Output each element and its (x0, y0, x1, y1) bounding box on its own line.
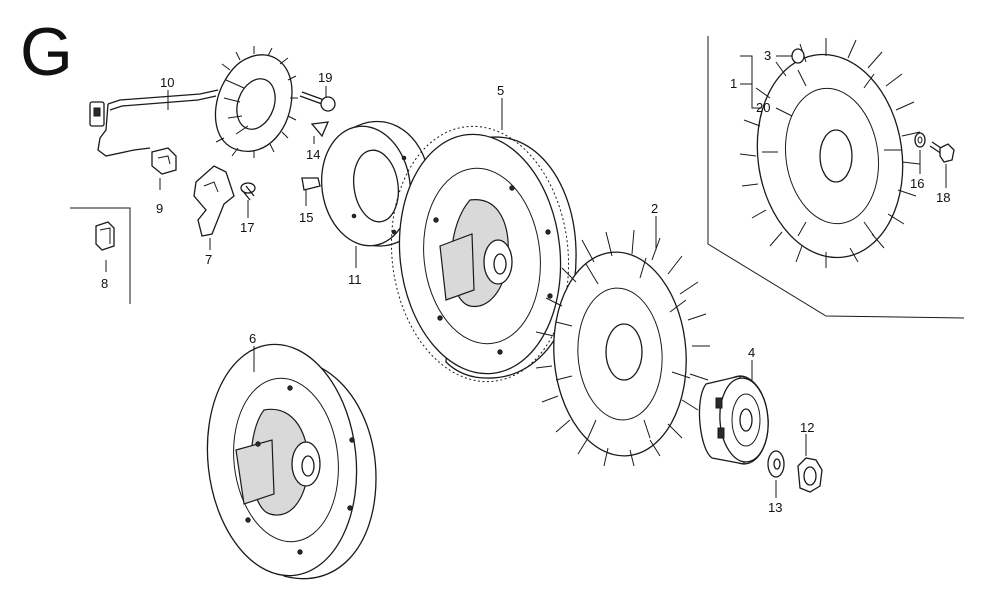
part-9-block (151, 147, 177, 175)
callout-10: 10 (160, 75, 174, 90)
part-18-bolt (929, 141, 955, 163)
part-13-washer (767, 450, 785, 478)
callout-3: 3 (764, 48, 771, 63)
part-17-screw (240, 182, 256, 201)
part-8-clip (70, 207, 131, 304)
callout-labels: 10 9 8 7 17 19 14 15 11 5 6 2 4 12 13 1 … (101, 48, 950, 515)
part-3-washer (791, 48, 805, 64)
callout-6: 6 (249, 331, 256, 346)
callout-13: 13 (768, 500, 782, 515)
part-19-bolt (299, 91, 336, 112)
callout-5: 5 (497, 83, 504, 98)
part-15-key (301, 177, 321, 191)
callout-8: 8 (101, 276, 108, 291)
callout-4: 4 (748, 345, 755, 360)
callout-14: 14 (306, 147, 320, 162)
callout-16: 16 (910, 176, 924, 191)
inset-fan-assembly (707, 36, 965, 319)
section-letter: G (20, 14, 73, 90)
part-4-pulley (698, 375, 769, 465)
callout-20: 20 (756, 100, 770, 115)
part-16-washer (914, 132, 926, 148)
callout-2: 2 (651, 201, 658, 216)
part-14-washer (310, 121, 330, 138)
callout-7: 7 (205, 252, 212, 267)
callout-11: 11 (348, 272, 362, 287)
callout-18: 18 (936, 190, 950, 205)
part-7-bracket (193, 165, 235, 237)
callout-19: 19 (318, 70, 332, 85)
part-11-magnet-ring (320, 120, 431, 247)
callout-17: 17 (240, 220, 254, 235)
callout-1: 1 (730, 76, 737, 91)
part-12-nut (797, 457, 823, 493)
callout-9: 9 (156, 201, 163, 216)
part-2-cooling-fan (535, 229, 710, 467)
leader-lines (105, 55, 947, 498)
callout-12: 12 (800, 420, 814, 435)
callout-15: 15 (299, 210, 313, 225)
part-6-flywheel (206, 343, 377, 580)
part-10-stator-coil (89, 46, 298, 158)
part-5-flywheel-ring-gear (390, 125, 577, 383)
